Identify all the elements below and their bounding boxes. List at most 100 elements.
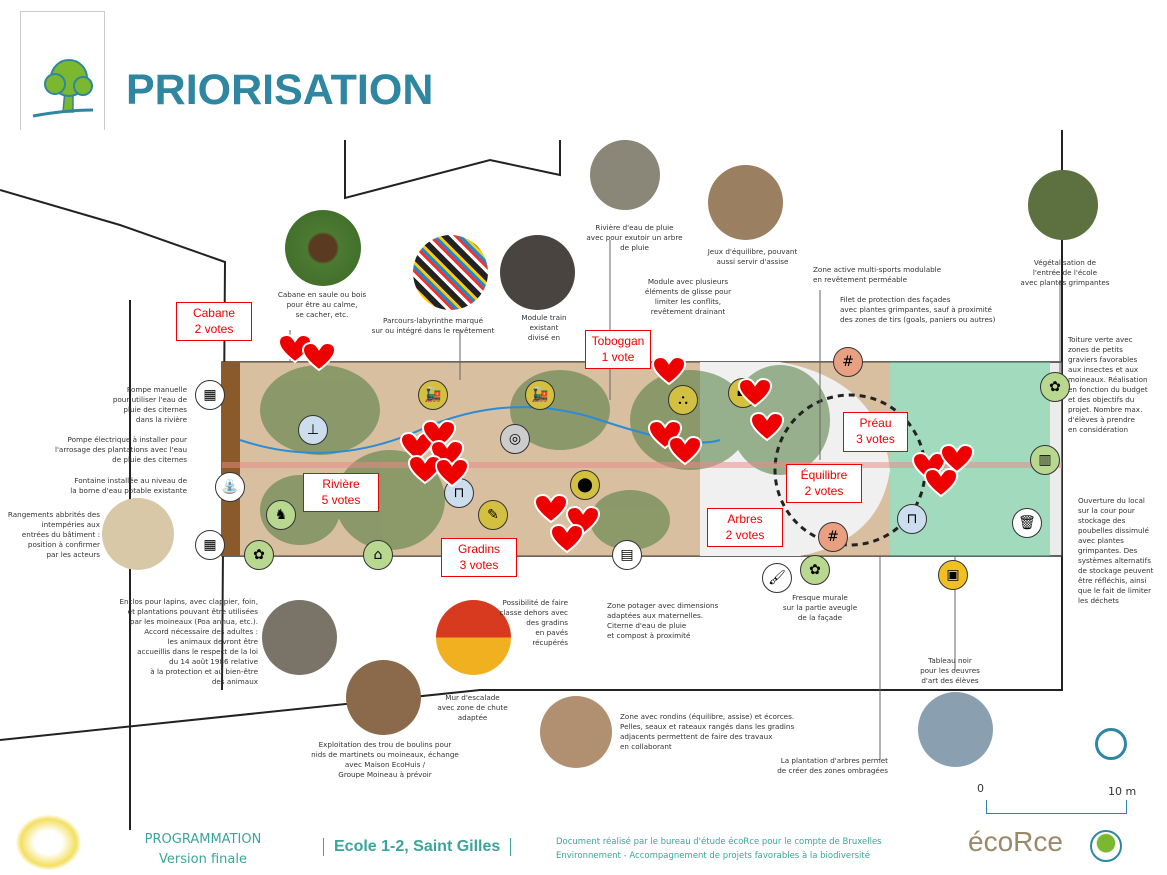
note-glisse: Module avec plusieurs éléments de glisse… [644, 277, 732, 316]
note-ouverture: Ouverture du local sur la cour pour stoc… [1078, 496, 1154, 605]
bin-icon: 🗑 [1012, 508, 1042, 538]
train-icon: 🚂 [525, 380, 555, 410]
footer-programmation: PROGRAMMATION [144, 832, 262, 847]
heart-icon [924, 468, 958, 498]
heart-icon [750, 412, 784, 442]
scale-bar [986, 800, 1127, 814]
escalade-photo [436, 600, 511, 675]
scale-start: 0 [977, 782, 984, 795]
paint-icon: 🖌 [762, 563, 792, 593]
ecorce-tree-icon [1090, 830, 1122, 862]
vote-cabane: Cabane 2 votes [176, 302, 252, 341]
vote-label: Préau [859, 416, 892, 430]
tree-logo-icon [32, 59, 94, 118]
compost-icon: ▤ [612, 540, 642, 570]
footer-credit-2: Environnement - Accompagnement de projet… [556, 851, 870, 861]
note-multisport: Zone active multi-sports modulable en re… [813, 265, 942, 284]
heart-icon [534, 494, 568, 524]
vote-count: 3 votes [459, 558, 499, 572]
note-boulins: Exploitation des trou de boulins pour ni… [311, 740, 459, 779]
logs-icon: ⬤ [570, 470, 600, 500]
plant-icon: ✿ [800, 555, 830, 585]
note-arbres: La plantation d'arbres permet de créer d… [777, 756, 888, 775]
vote-label: Équilibre [800, 468, 848, 482]
fountain-icon: ⛲ [215, 472, 245, 502]
vote-label: Gradins [457, 542, 501, 556]
bench-icon: ⊓ [897, 504, 927, 534]
note-rangements: Rangements abbrités des intempéries aux … [7, 510, 100, 559]
note-fontaine: Fontaine installée au niveau de la borne… [70, 476, 187, 495]
note-vegetalisation: Végétalisation de l'entrée de l'école av… [1020, 258, 1110, 287]
storage-icon: ▦ [195, 530, 225, 560]
tableau-photo [918, 692, 993, 767]
green-roof-icon: ✿ [1040, 372, 1070, 402]
riviere-photo [590, 140, 660, 210]
vote-count: 2 votes [725, 528, 765, 542]
rabbit-icon: ♞ [266, 500, 296, 530]
heart-icon [302, 342, 336, 372]
note-filet: Filet de protection des façades avec pla… [840, 295, 996, 324]
note-enclos: Enclos pour lapins, avec clappier, foin,… [119, 597, 258, 686]
vote-count: 2 votes [804, 484, 844, 498]
garden-icon: ✿ [244, 540, 274, 570]
note-pompe-electrique: Pompe électrique à installer pour l'arro… [54, 435, 187, 464]
note-rondins: Zone avec rondins (équilibre, assise) et… [620, 712, 795, 751]
climbing-plant-icon: ▥ [1030, 445, 1060, 475]
heart-icon [435, 458, 469, 488]
note-tableau: Tableau noir pour les oeuvres d'art des … [920, 656, 980, 685]
blackboard-icon: ▣ [938, 560, 968, 590]
cabane-photo [285, 210, 361, 286]
slide-icon: ⛬ [668, 385, 698, 415]
logo-frame [20, 11, 105, 130]
equilibre-photo [708, 165, 783, 240]
vote-equilibre: Équilibre 2 votes [786, 464, 862, 503]
vote-count: 2 votes [194, 322, 234, 336]
note-train: Module train existant divisé en [521, 313, 567, 342]
nest-icon: ⌂ [363, 540, 393, 570]
note-escalade: Mur d'escalade avec zone de chute adapté… [437, 693, 508, 722]
class-icon: ✎ [478, 500, 508, 530]
note-toiture: Toiture verte avec zones de petits gravi… [1068, 335, 1148, 434]
note-pompe-manuelle: Pompe manuelle pour utiliser l'eau de pl… [112, 385, 187, 424]
vote-label: Cabane [192, 306, 236, 320]
rondins-photo [540, 696, 612, 768]
note-classe: Possibilité de faire classe dehors avec … [499, 598, 568, 647]
net-icon: # [833, 347, 863, 377]
note-parcours: Parcours-labyrinthe marqué sur ou intégr… [371, 316, 495, 335]
vote-riviere: Rivière 5 votes [303, 473, 379, 512]
train-photo [500, 235, 575, 310]
train-icon: 🚂 [418, 380, 448, 410]
net-icon: # [818, 522, 848, 552]
vegetalisation-photo [1028, 170, 1098, 240]
vote-label: Arbres [727, 512, 763, 526]
footer-school: Ecole 1-2, Saint Gilles [323, 838, 512, 856]
vote-label: Rivière [322, 477, 360, 491]
heart-icon [550, 524, 584, 554]
north-icon [1095, 728, 1127, 760]
footer-version: Version finale [159, 852, 247, 867]
heart-icon [652, 356, 686, 386]
vote-gradins: Gradins 3 votes [441, 538, 517, 577]
heart-icon [738, 378, 772, 408]
ecorce-logo: écoRce [968, 826, 1063, 857]
parcours-photo [413, 235, 488, 310]
note-equilibre: Jeux d'équilibre, pouvant aussi servir d… [707, 247, 798, 266]
vote-count: 1 vote [601, 350, 635, 364]
storage-icon: ▦ [195, 380, 225, 410]
scale-end: 10 m [1108, 785, 1137, 798]
vote-count: 5 votes [321, 493, 361, 507]
page-title: PRIORISATION [126, 66, 434, 114]
boulins-photo [346, 660, 421, 735]
footer-credit-1: Document réalisé par le bureau d'étude é… [556, 837, 882, 847]
pump-icon: ⊥ [298, 415, 328, 445]
lapin-photo [262, 600, 337, 675]
children-illustration [16, 815, 81, 870]
vote-arbres: Arbres 2 votes [707, 508, 783, 547]
heart-icon [668, 436, 702, 466]
maze-icon: ◎ [500, 424, 530, 454]
note-cabane: Cabane en saule ou bois pour être au cal… [277, 290, 367, 319]
note-potager: Zone potager avec dimensions adaptées au… [607, 601, 719, 640]
rangements-photo [102, 498, 174, 570]
